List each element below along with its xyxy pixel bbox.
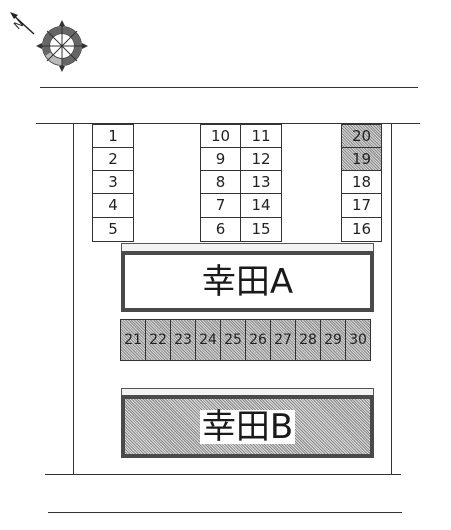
parking-space: 5 xyxy=(92,217,134,242)
parking-space: 16 xyxy=(341,217,382,242)
building-b: 幸田B xyxy=(121,395,374,458)
parking-space: 8 xyxy=(200,170,241,194)
lot-boundary-left xyxy=(73,123,74,474)
parking-space: 12 xyxy=(240,147,282,171)
parking-space-hatched: 19 xyxy=(341,147,382,171)
parking-space-hatched: 21 xyxy=(120,319,146,361)
parking-space: 1 xyxy=(92,124,134,148)
parking-space-hatched: 25 xyxy=(220,319,246,361)
parking-space: 2 xyxy=(92,147,134,171)
parking-space-hatched: 23 xyxy=(170,319,196,361)
parking-space: 9 xyxy=(200,147,241,171)
road-line-lot-bottom xyxy=(45,474,401,475)
parking-space: 7 xyxy=(200,193,241,218)
road-line-bottom xyxy=(48,512,402,513)
parking-space: 14 xyxy=(240,193,282,218)
parking-space: 18 xyxy=(341,170,382,194)
parking-space: 6 xyxy=(200,217,241,242)
parking-space-hatched: 27 xyxy=(270,319,296,361)
parking-space-hatched: 29 xyxy=(320,319,346,361)
parking-space: 3 xyxy=(92,170,134,194)
parking-space-hatched: 30 xyxy=(345,319,371,361)
road-line-lot-top xyxy=(36,123,420,124)
parking-space: 13 xyxy=(240,170,282,194)
parking-space: 15 xyxy=(240,217,282,242)
lot-boundary-right xyxy=(391,123,392,474)
building-a-label: 幸田A xyxy=(199,261,296,302)
building-a: 幸田A xyxy=(121,251,374,312)
building-b-label: 幸田B xyxy=(199,406,296,447)
svg-text:N: N xyxy=(11,17,26,32)
parking-space-hatched: 20 xyxy=(341,124,382,148)
parking-space: 4 xyxy=(92,193,134,218)
parking-space-hatched: 24 xyxy=(195,319,221,361)
parking-space: 10 xyxy=(200,124,241,148)
road-line-top xyxy=(40,87,418,88)
parking-space: 17 xyxy=(341,193,382,218)
parking-space-hatched: 28 xyxy=(295,319,321,361)
parking-space-hatched: 26 xyxy=(245,319,271,361)
compass-north-arrow-icon: N xyxy=(10,12,88,72)
parking-space-hatched: 22 xyxy=(145,319,171,361)
compass: N xyxy=(4,4,90,80)
parking-space: 11 xyxy=(240,124,282,148)
